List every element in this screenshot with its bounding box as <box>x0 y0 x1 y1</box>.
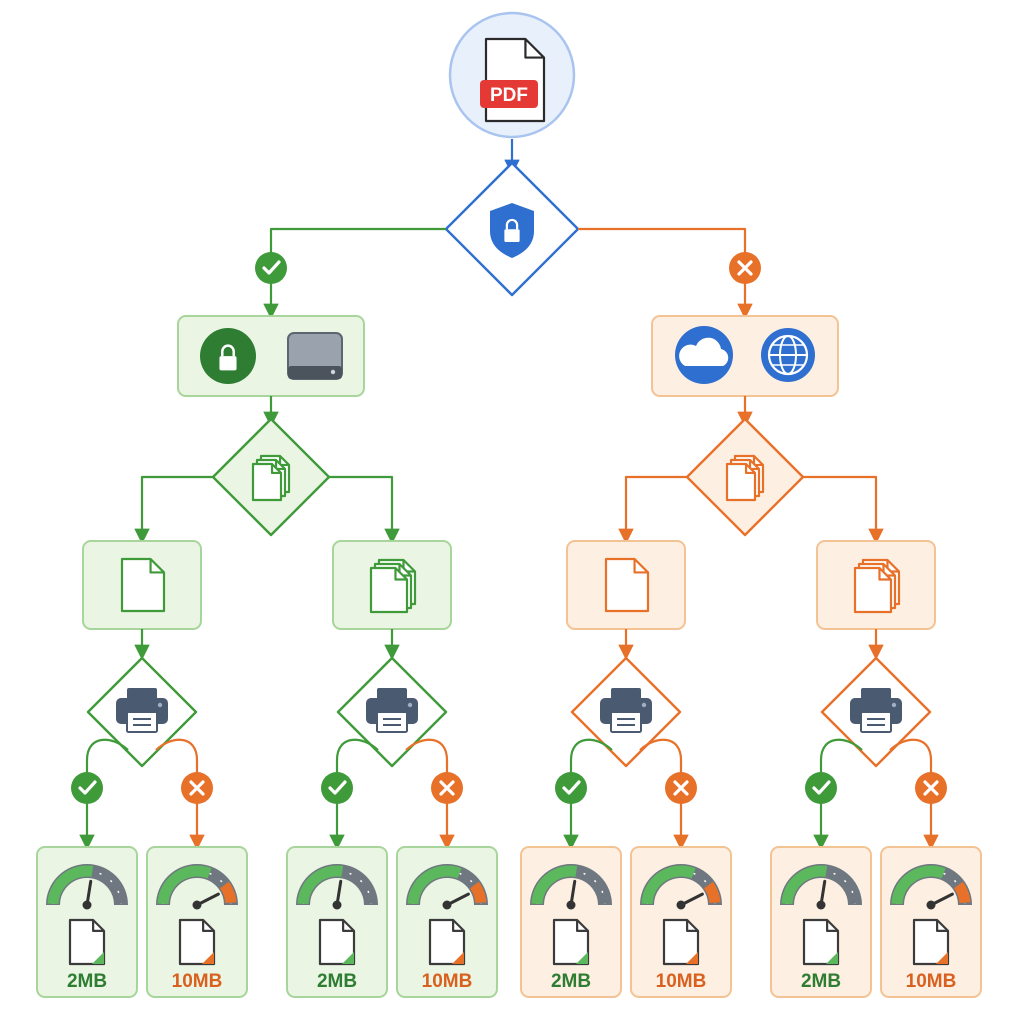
online-single-page-icon-box <box>566 540 686 630</box>
secure-multi-page-connector <box>329 475 400 545</box>
speed-gauge-icon <box>296 864 378 910</box>
output-10MB-box: 10MB <box>880 846 982 998</box>
online-branch-connector <box>578 227 753 320</box>
secure-storage-box <box>177 315 365 397</box>
printer-icon <box>116 688 168 733</box>
file-size-label: 10MB <box>906 971 957 992</box>
pdf-root-node: PDF <box>448 11 576 139</box>
check-badge-icon <box>321 772 353 804</box>
output-2MB-box: 2MB <box>520 846 622 998</box>
secure-pages-decision-icon <box>251 454 291 502</box>
file-size-label: 2MB <box>801 971 841 992</box>
branch-secure-decision-badge <box>255 252 287 284</box>
page-layer-front <box>853 566 893 614</box>
output-2MB-box: 2MB <box>770 846 872 998</box>
output-file-icon <box>428 918 466 966</box>
file-size-label: 2MB <box>551 971 591 992</box>
page-layer-front <box>251 462 283 502</box>
cross-badge-icon <box>915 772 947 804</box>
speed-gauge-icon <box>640 864 722 910</box>
online-single-page-connector <box>618 475 687 545</box>
output-file-icon <box>662 918 700 966</box>
check-badge-icon <box>555 772 587 804</box>
output-file-icon <box>552 918 590 966</box>
page-layer-front <box>369 566 409 614</box>
output-file-icon <box>802 918 840 966</box>
output-10MB-box: 10MB <box>630 846 732 998</box>
cross-badge-icon <box>665 772 697 804</box>
cross-badge-icon <box>431 772 463 804</box>
secure-single-page-icon-box <box>82 540 202 630</box>
globe-icon <box>761 328 815 382</box>
speed-gauge-icon <box>890 864 972 910</box>
file-size-label: 10MB <box>422 971 473 992</box>
shield-lock-icon <box>490 203 534 258</box>
output-2MB-connector <box>79 738 129 851</box>
file-size-label: 10MB <box>656 971 707 992</box>
online-multi-page-icon-box <box>816 540 936 630</box>
check-badge-icon <box>805 772 837 804</box>
online-storage-box <box>651 315 839 397</box>
padlock-glyph <box>219 344 237 371</box>
file-size-label: 10MB <box>172 971 223 992</box>
hard-drive-icon <box>287 332 343 380</box>
output-file-icon <box>912 918 950 966</box>
single-page-icon <box>604 557 650 613</box>
output-2MB-box: 2MB <box>36 846 138 998</box>
speed-gauge-icon <box>156 864 238 910</box>
padlock-icon <box>200 328 256 384</box>
output-10MB-box: 10MB <box>146 846 248 998</box>
output-2MB-connector <box>329 738 379 851</box>
printer-icon <box>366 688 418 733</box>
output-10MB-box: 10MB <box>396 846 498 998</box>
multi-page-icon <box>853 558 901 614</box>
check-badge-icon <box>71 772 103 804</box>
speed-gauge-icon <box>530 864 612 910</box>
file-size-label: 2MB <box>67 971 107 992</box>
secure-multi-page-icon-box <box>332 540 452 630</box>
output-file-icon <box>178 918 216 966</box>
shield-padlock <box>504 218 520 243</box>
output-10MB-connector <box>405 738 455 851</box>
output-10MB-connector <box>155 738 205 851</box>
pdf-badge-label: PDF <box>490 85 528 106</box>
output-10MB-connector <box>889 738 939 851</box>
online-pages-decision-icon <box>725 454 765 502</box>
output-2MB-box: 2MB <box>286 846 388 998</box>
output-file-icon <box>68 918 106 966</box>
speed-gauge-icon <box>780 864 862 910</box>
cross-badge-icon <box>181 772 213 804</box>
cloud-icon <box>675 326 733 384</box>
speed-gauge-icon <box>406 864 488 910</box>
output-2MB-connector <box>563 738 613 851</box>
output-2MB-connector <box>813 738 863 851</box>
secure-branch-connector <box>263 227 446 320</box>
single-page-icon <box>120 557 166 613</box>
file-size-label: 2MB <box>317 971 357 992</box>
secure-single-page-connector <box>134 475 213 545</box>
page-layer-front <box>725 462 757 502</box>
speed-gauge-icon <box>46 864 128 910</box>
pdf-badge <box>480 80 538 108</box>
online-multi-page-connector <box>803 475 884 545</box>
branch-online-decision-badge <box>729 252 761 284</box>
multi-page-icon <box>369 558 417 614</box>
output-10MB-connector <box>639 738 689 851</box>
printer-icon <box>600 688 652 733</box>
printer-icon <box>850 688 902 733</box>
output-file-icon <box>318 918 356 966</box>
